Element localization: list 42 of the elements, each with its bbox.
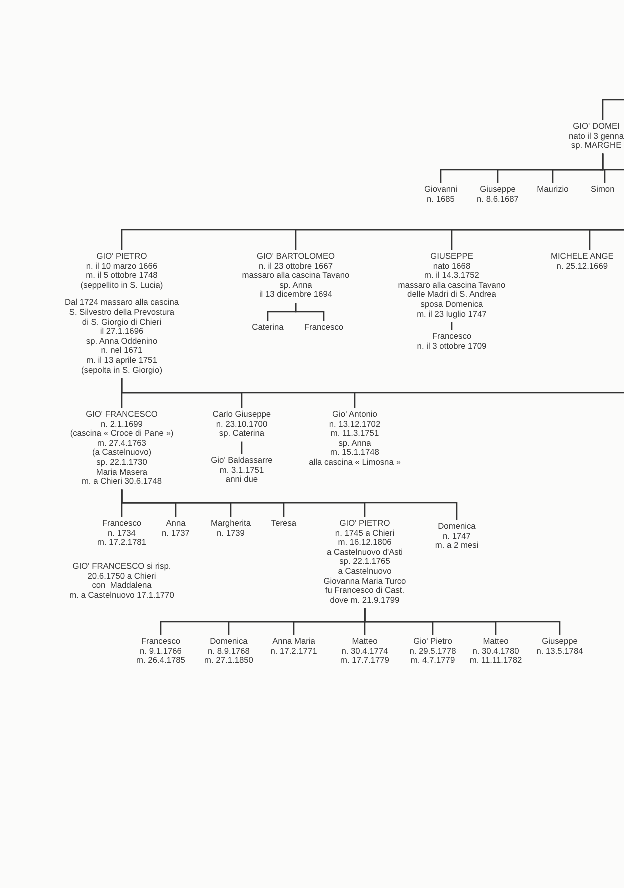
person-entry: Giuseppe n. 13.5.1784 bbox=[536, 637, 584, 656]
person-entry: GIO' FRANCESCO n. 2.1.1699 (cascina « Croce di Pane ») m. 27.4.1763 (a Castelnuovo) sp. 22.1.1730 Maria Masera m. a Chieri 30.6.1748 bbox=[70, 410, 174, 487]
person-entry: Francesco n. 9.1.1766 m. 26.4.1785 bbox=[136, 637, 186, 666]
person-entry: GIO' PIETRO n. il 10 marzo 1666 m. il 5 ottobre 1748 (seppellito in S. Lucia) Dal 1724 massaro alla cascina S. Silvestro della Prevostura di S. Giorgio di Chieri il 27.1.1696 sp. Anna Oddenino n. nel 1671 m. il 13 aprile 1751 (sepolta in S. Giorgio) bbox=[64, 252, 180, 376]
family-tree-line bbox=[602, 154, 606, 183]
person-entry: Anna Maria n. 17.2.1771 bbox=[270, 637, 318, 656]
person-entry: GIO' BARTOLOMEO n. il 23 ottobre 1667 massaro alla cascina Tavano sp. Anna il 13 dicembre 1694 bbox=[242, 252, 350, 300]
person-entry: Maurizio bbox=[537, 185, 569, 195]
family-tree-line bbox=[451, 322, 453, 330]
person-entry: Francesco bbox=[304, 323, 344, 333]
person-entry: Carlo Giuseppe n. 23.10.1700 sp. Caterina bbox=[212, 410, 272, 439]
person-entry: GIO' DOMEI nato il 3 genna sp. MARGHE bbox=[569, 122, 624, 151]
person-entry: Domenica n. 8.9.1768 m. 27.1.1850 bbox=[204, 637, 254, 666]
family-tree-line bbox=[121, 378, 356, 408]
person-entry: Simon bbox=[591, 185, 615, 195]
family-tree-line bbox=[364, 608, 561, 635]
note-text: con Maddalena bbox=[92, 581, 152, 591]
family-tree-line bbox=[589, 229, 624, 250]
person-entry: Margherita n. 1739 bbox=[210, 519, 252, 538]
person-entry: Teresa bbox=[271, 519, 297, 529]
person-entry: Gio' Pietro n. 29.5.1778 m. 4.7.1779 bbox=[410, 637, 456, 666]
person-entry: Caterina bbox=[252, 323, 284, 333]
person-entry: MICHELE ANGE n. 25.12.1669 bbox=[551, 252, 614, 272]
note-text: GIO' FRANCESCO si risp. bbox=[72, 562, 172, 572]
note-text: m. a Castelnuovo 17.1.1770 bbox=[70, 590, 174, 600]
person-entry: Matteo n. 30.4.1780 m. 11.11.1782 bbox=[470, 637, 522, 666]
person-entry: GIUSEPPE nato 1668 m. il 14.3.1752 massaro alla cascina Tavano delle Madri di S. Andrea sposa Domenica m. il 23 luglio 1747 bbox=[398, 252, 506, 320]
person-entry: Gio' Antonio n. 13.12.1702 m. 11.3.1751 sp. Anna m. 15.1.1748 alla cascina « Limosna » bbox=[309, 410, 401, 468]
family-tree-line bbox=[295, 302, 325, 321]
person-entry: Anna n. 1737 bbox=[162, 519, 190, 538]
person-entry: Gio' Baldassarre m. 3.1.1751 anni due bbox=[211, 456, 273, 485]
person-entry: Giovanni n. 1685 bbox=[424, 185, 458, 204]
family-tree-line bbox=[241, 442, 243, 454]
person-entry: Francesco n. 1734 m. 17.2.1781 bbox=[98, 519, 146, 548]
person-entry: GIO' PIETRO n. 1745 a Chieri m. 16.12.1806 a Castelnuovo d'Asti sp. 22.1.1765 a Castelnuovo Giovanna Maria Turco fu Francesco di Cast. dove m. 21.9.1799 bbox=[324, 519, 406, 606]
family-tree-line bbox=[121, 490, 458, 520]
person-entry: Giuseppe n. 8.6.1687 bbox=[477, 185, 519, 204]
family-tree-line bbox=[602, 99, 624, 120]
person-entry: Francesco n. il 3 ottobre 1709 bbox=[417, 332, 487, 352]
person-entry: Matteo n. 30.4.1774 m. 17.7.1779 bbox=[340, 637, 390, 666]
note-text: 20.6.1750 a Chieri bbox=[88, 572, 156, 582]
person-entry: Domenica n. 1747 m. a 2 mesi bbox=[435, 522, 479, 551]
